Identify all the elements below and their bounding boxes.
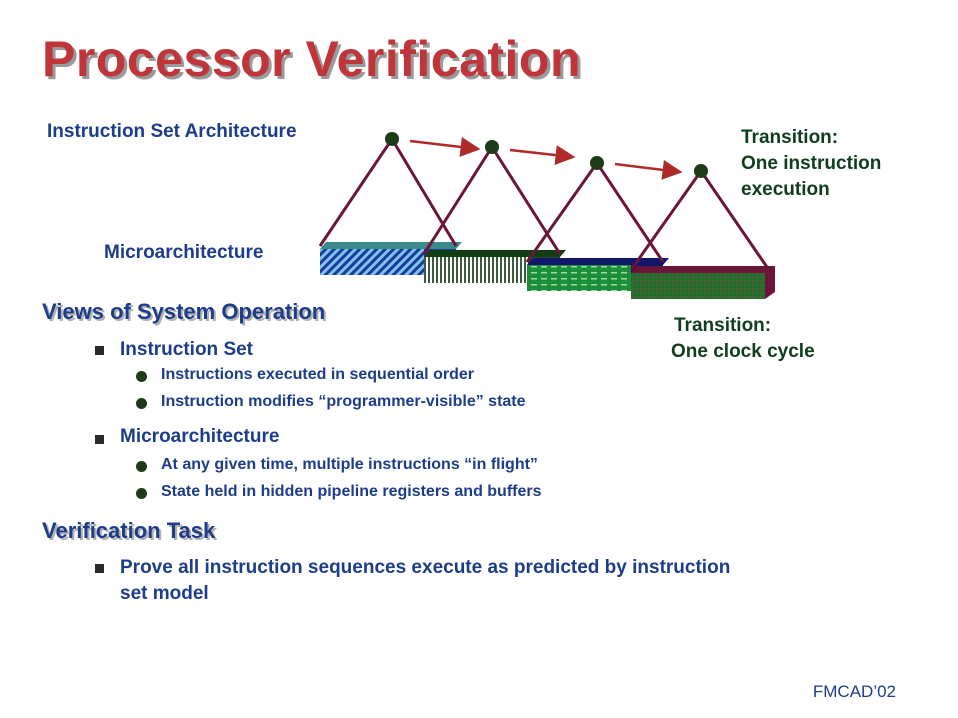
bullet-dot-icon: [136, 488, 147, 499]
bullet-dot-icon: [136, 371, 147, 382]
transition-clock-label: Transition: One clock cycle: [671, 315, 815, 362]
bullet-square-icon: [95, 564, 104, 573]
microarchitecture-label: Microarchitecture: [104, 242, 264, 263]
isa-state-dots: [385, 132, 708, 178]
views-item-microarchitecture: Microarchitecture: [120, 426, 280, 447]
bullet-square-icon: [95, 346, 104, 355]
footer-label: FMCAD’02: [812, 682, 896, 701]
isa-label: Instruction Set Architecture: [47, 121, 297, 142]
views-subitem: Instruction modifies “programmer-visible…: [161, 393, 526, 410]
views-subitem: At any given time, multiple instructions…: [161, 456, 538, 473]
transition-instruction-label: Transition: One instruction execution: [741, 127, 882, 200]
views-item-instruction-set: Instruction Set: [120, 339, 254, 360]
page-title: Processor Verification: [42, 31, 582, 87]
bullet-square-icon: [95, 435, 104, 444]
views-subitem: Instructions executed in sequential orde…: [161, 366, 474, 383]
bullet-dot-icon: [136, 398, 147, 409]
views-heading: Views of System Operation: [42, 299, 326, 324]
bullet-dot-icon: [136, 461, 147, 472]
pipeline-stage-4: [631, 266, 775, 299]
views-subitem: State held in hidden pipeline registers …: [161, 483, 542, 500]
transition-arrows: [409, 137, 683, 180]
task-heading: Verification Task: [42, 518, 216, 543]
task-item: Prove all instruction sequences execute …: [120, 557, 731, 604]
